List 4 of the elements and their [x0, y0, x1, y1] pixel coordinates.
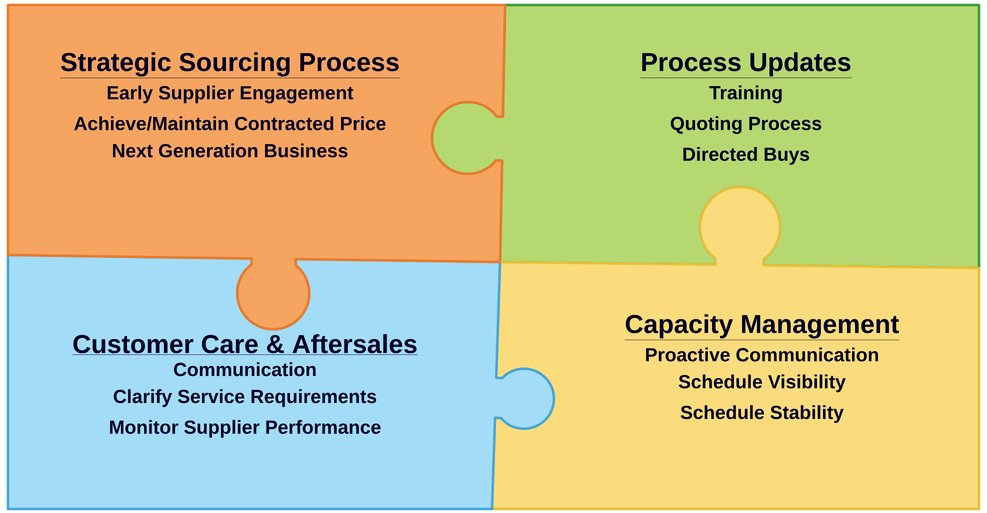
puzzle-piece: Capacity Management Proactive Communication Schedule Visibility Schedule Stability [490, 186, 980, 510]
puzzle-piece: Customer Care & Aftersales Communication Clarify Service Requirements Monitor Supplier Performance [6, 254, 556, 510]
puzzle-piece: Strategic Sourcing Process Early Supplier Engagement Achieve/Maintain Contracted Price Next Generation Business [6, 4, 506, 331]
puzzle-piece: Process Updates Training Quoting Process Directed Buys [430, 4, 980, 270]
